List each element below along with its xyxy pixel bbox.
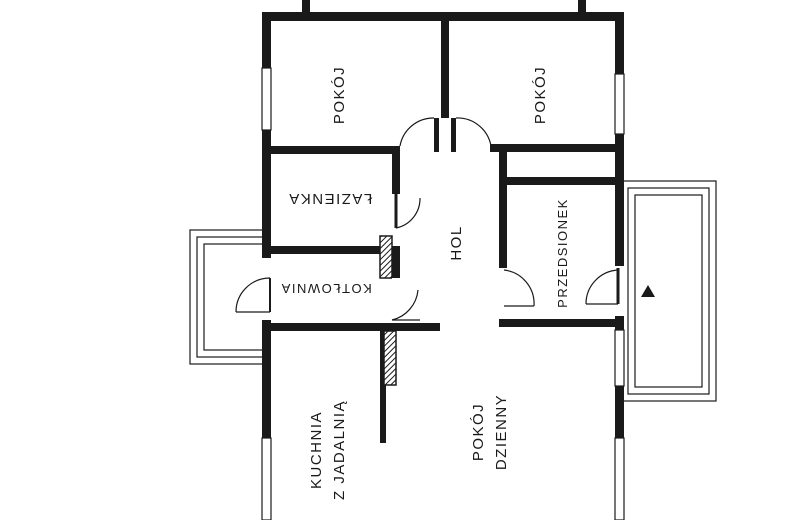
right-terrace (621, 180, 717, 402)
room-label-lazienka: ŁAZIENKA (288, 190, 373, 207)
triangle-up-icon (641, 285, 655, 297)
room-label-pokoj-dzienny-line2: DZIENNY (493, 394, 510, 470)
doors (235, 117, 620, 323)
room-labels: POKÓJ POKÓJ ŁAZIENKA HOL KOTŁOWNIA PRZED… (280, 66, 570, 500)
room-label-pokoj-left: POKÓJ (331, 66, 348, 124)
room-label-kotlownia: KOTŁOWNIA (280, 281, 372, 296)
room-label-kuchnia-line1: KUCHNIA (308, 411, 325, 489)
left-terrace (189, 229, 267, 365)
chimney-flues (379, 235, 397, 386)
room-label-przedsionek: PRZEDSIONEK (555, 198, 570, 308)
room-label-pokoj-right: POKÓJ (532, 66, 549, 124)
room-label-kuchnia-line2: Z JADALNIĄ (331, 400, 348, 500)
room-label-hol: HOL (448, 225, 465, 260)
room-label-pokoj-dzienny-line1: POKÓJ (470, 403, 487, 461)
interior-walls (262, 12, 624, 443)
